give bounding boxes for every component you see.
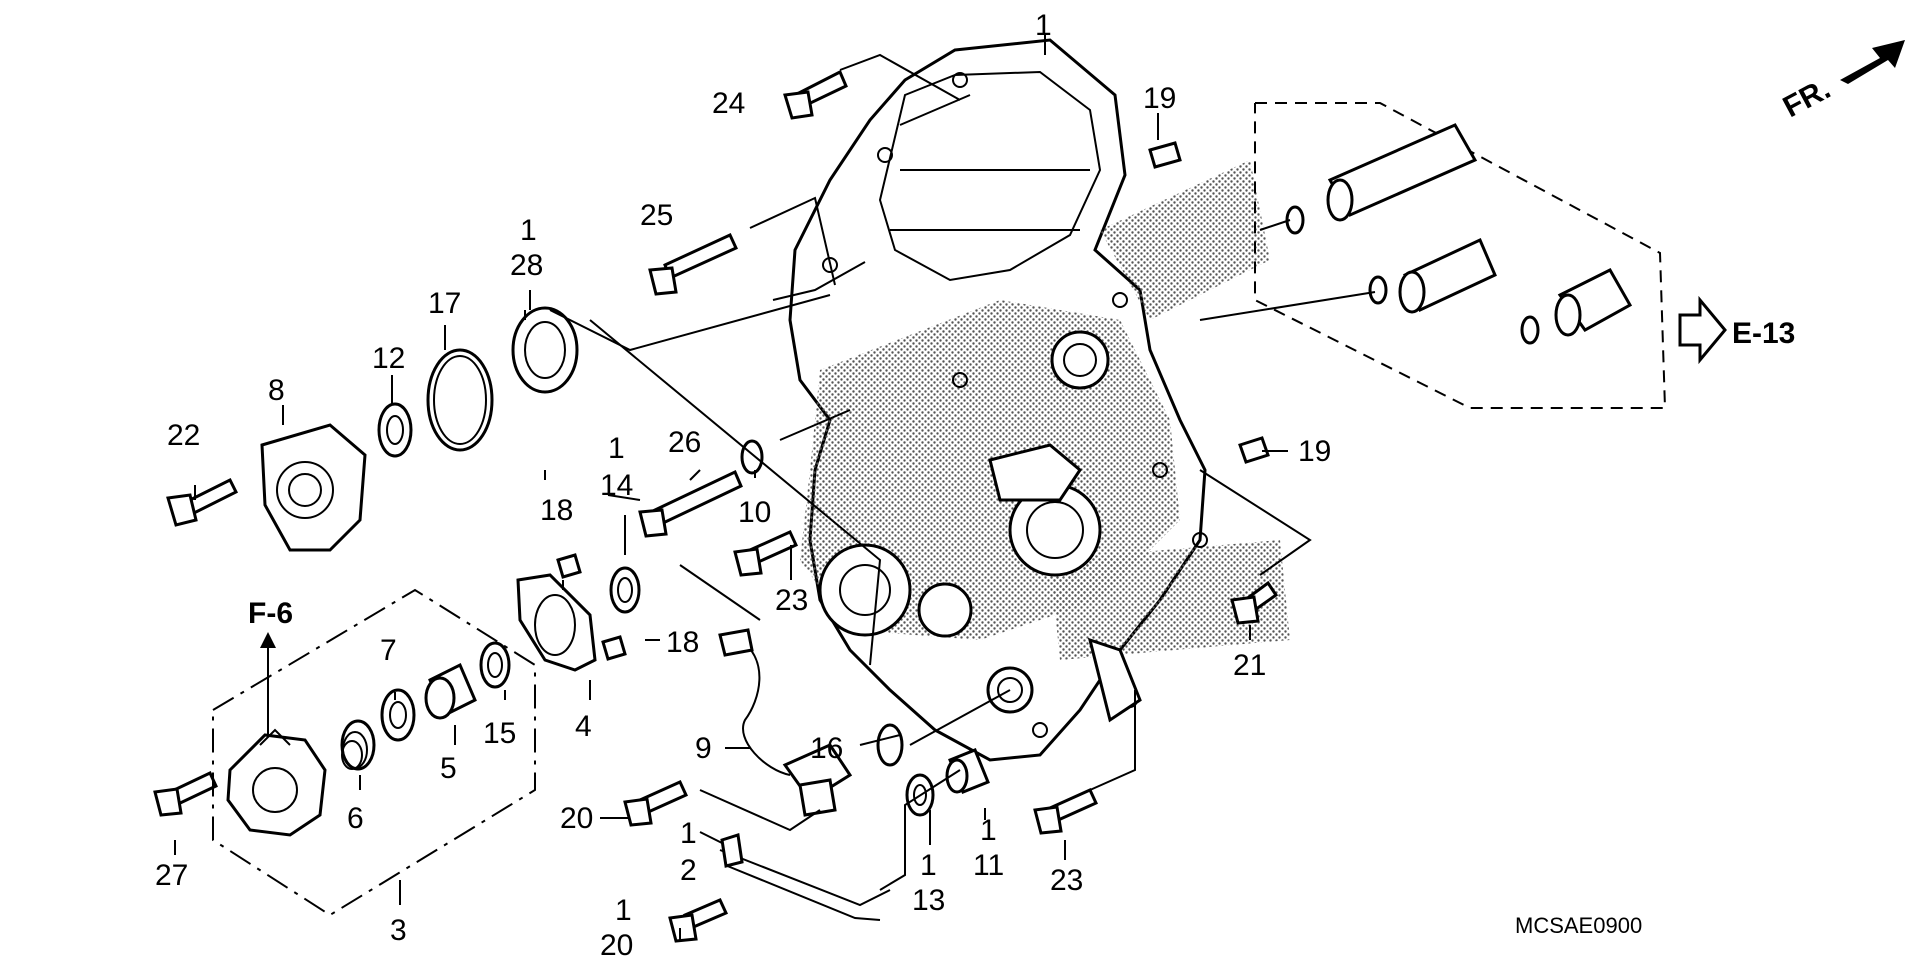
collar-11 bbox=[945, 748, 990, 794]
callout-4: 4 bbox=[575, 710, 592, 743]
bolt-20-bottom bbox=[668, 898, 729, 943]
bearing-28 bbox=[511, 306, 579, 394]
bolt-23-bottom bbox=[1033, 788, 1098, 835]
callout-17: 17 bbox=[428, 287, 461, 320]
e13-assembly-group bbox=[1199, 102, 1667, 409]
spring-6 bbox=[340, 719, 376, 771]
piston-5 bbox=[424, 662, 477, 720]
callout-14: 14 bbox=[600, 469, 633, 502]
gasket-4 bbox=[516, 573, 597, 672]
callout-22: 22 bbox=[167, 419, 200, 452]
case-8 bbox=[260, 423, 367, 552]
callout-2: 2 bbox=[680, 854, 697, 887]
callout-7: 7 bbox=[380, 634, 397, 667]
bolt-27 bbox=[153, 770, 218, 817]
dowel-18-a bbox=[556, 553, 582, 579]
f6-label: F-6 bbox=[248, 597, 293, 630]
f6-reference: F-6 bbox=[248, 597, 293, 735]
callout-9: 9 bbox=[695, 732, 712, 765]
dowel-18-b bbox=[601, 635, 627, 661]
callout-23-bottom: 23 bbox=[1050, 864, 1083, 897]
switch-plug bbox=[1520, 268, 1633, 345]
leader-lines bbox=[174, 35, 1312, 940]
crankcase-cover bbox=[788, 38, 1290, 762]
callout-19-top: 19 bbox=[1143, 82, 1176, 115]
bearing-15 bbox=[479, 641, 511, 689]
o-ring-17 bbox=[426, 348, 494, 452]
callout-1-seal: 1 bbox=[608, 432, 625, 465]
bolt-25 bbox=[648, 233, 738, 296]
callout-1-bolt20: 1 bbox=[615, 894, 632, 927]
callout-25: 25 bbox=[640, 199, 673, 232]
callout-20-bottom: 20 bbox=[600, 929, 633, 958]
callout-18-a: 18 bbox=[540, 494, 573, 527]
bolt-20-mid bbox=[623, 780, 688, 827]
dowel-19-top bbox=[1148, 141, 1182, 169]
clip-2 bbox=[719, 833, 891, 921]
callout-1-clip: 1 bbox=[680, 817, 697, 850]
cover-3 bbox=[226, 728, 327, 837]
callout-6: 6 bbox=[347, 802, 364, 835]
washer-10 bbox=[740, 439, 764, 475]
callout-28: 28 bbox=[510, 249, 543, 282]
callout-27: 27 bbox=[155, 859, 188, 892]
front-direction-label: FR. bbox=[1778, 72, 1836, 124]
bolt-26 bbox=[638, 469, 743, 538]
front-direction-indicator: FR. bbox=[1778, 40, 1905, 124]
group-3-outline bbox=[212, 588, 536, 917]
oil-seal-12 bbox=[377, 402, 413, 458]
callout-12: 12 bbox=[372, 342, 405, 375]
callout-21: 21 bbox=[1233, 649, 1266, 682]
callout-1-collar11: 1 bbox=[980, 814, 997, 847]
callout-5: 5 bbox=[440, 752, 457, 785]
bearing-7 bbox=[380, 688, 416, 742]
callout-11: 11 bbox=[973, 849, 1004, 882]
bolt-24 bbox=[783, 69, 848, 120]
callouts: 1 24 19 25 1 28 17 12 8 22 1 14 26 10 18… bbox=[155, 9, 1331, 958]
diagram-code: MCSAE0900 bbox=[1515, 913, 1642, 938]
callout-8: 8 bbox=[268, 374, 285, 407]
bolt-23-mid bbox=[733, 530, 798, 577]
callout-10: 10 bbox=[738, 496, 771, 529]
bolt-21 bbox=[1230, 580, 1279, 625]
callout-18-b: 18 bbox=[666, 626, 699, 659]
oil-seal-14 bbox=[609, 566, 641, 614]
shaft-upper bbox=[1285, 123, 1478, 235]
callout-19-right: 19 bbox=[1298, 435, 1331, 468]
callout-26: 26 bbox=[668, 426, 701, 459]
o-ring-16 bbox=[876, 723, 904, 767]
dowel-19-right bbox=[1238, 436, 1270, 464]
sensor-9 bbox=[718, 628, 853, 817]
callout-15: 15 bbox=[483, 717, 516, 750]
callout-1-cover: 1 bbox=[1035, 9, 1052, 42]
bolt-22 bbox=[166, 477, 239, 527]
e13-reference: E-13 bbox=[1678, 295, 1795, 365]
callout-23-mid: 23 bbox=[775, 584, 808, 617]
callout-3: 3 bbox=[390, 914, 407, 947]
e13-label: E-13 bbox=[1732, 317, 1795, 350]
callout-20-mid: 20 bbox=[560, 802, 593, 835]
callout-13: 13 bbox=[912, 884, 945, 917]
callout-1-washer13: 1 bbox=[920, 849, 937, 882]
callout-1-bearing: 1 bbox=[520, 214, 537, 247]
callout-24: 24 bbox=[712, 87, 745, 120]
shaft-lower bbox=[1368, 237, 1497, 314]
callout-16: 16 bbox=[810, 732, 843, 765]
